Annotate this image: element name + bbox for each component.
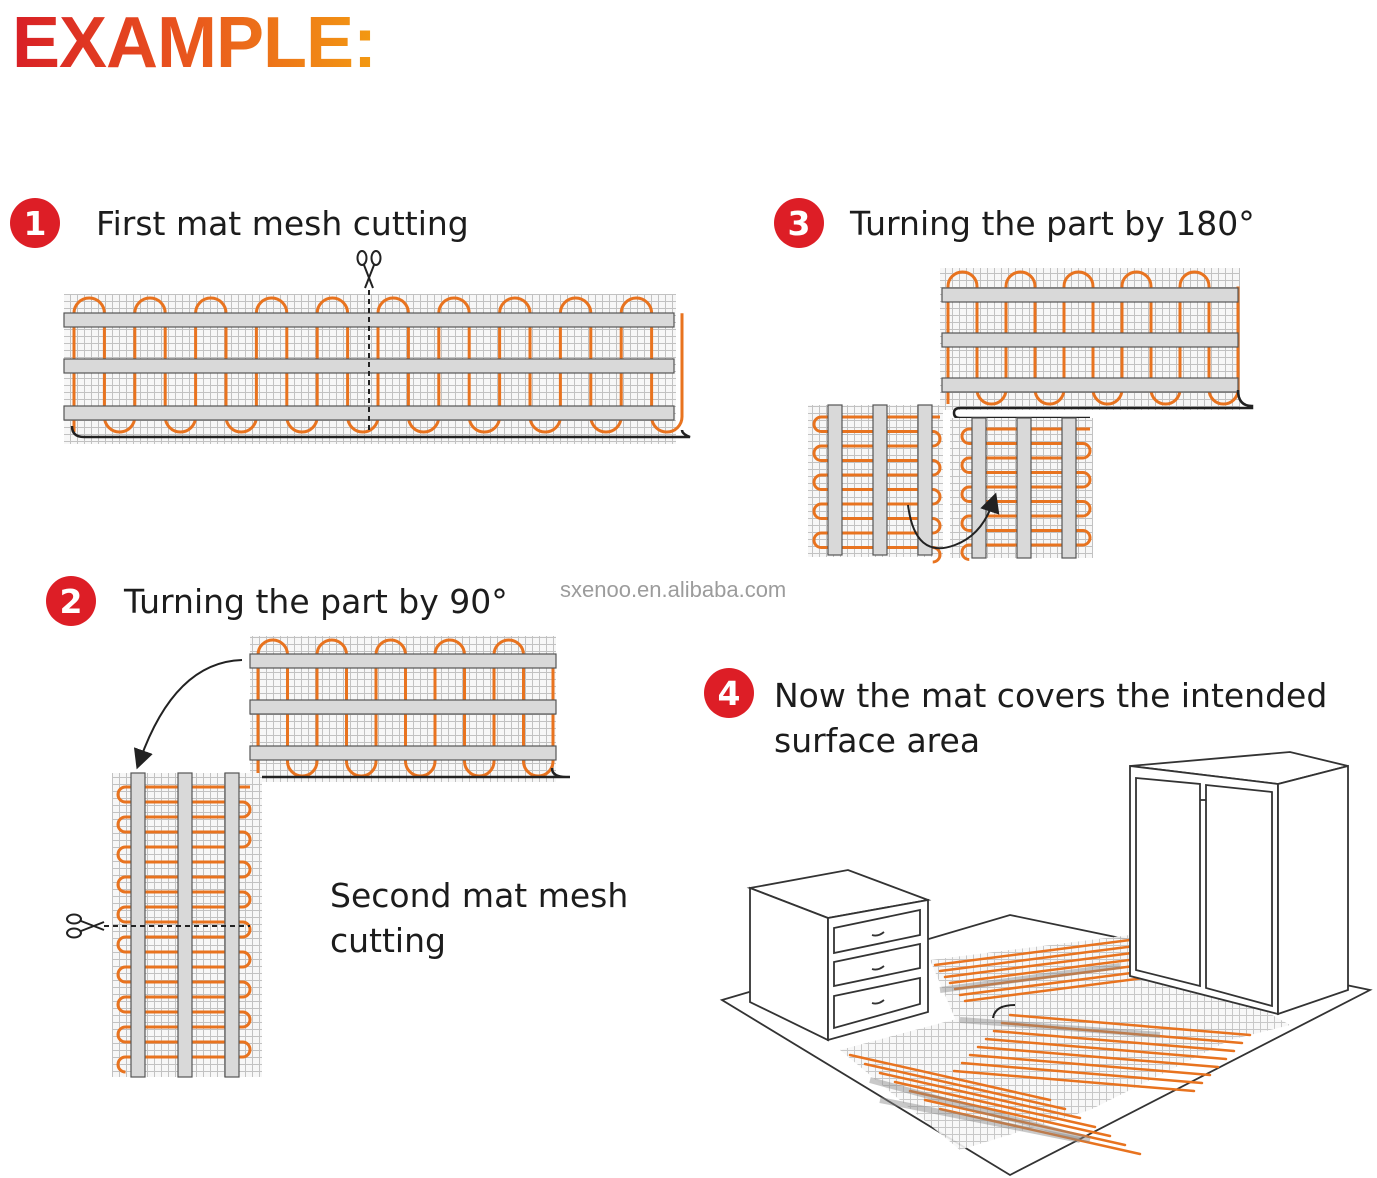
- mesh-tape-strip: [941, 377, 1239, 393]
- mesh-tape-strip: [941, 287, 1239, 303]
- mesh-tape-strip: [249, 699, 557, 715]
- cold-lead: [245, 767, 570, 1072]
- cable-path: [948, 956, 1147, 985]
- mat-step-3-upper: [940, 268, 1254, 420]
- cable-path: [976, 1045, 1220, 1069]
- mesh-tape-strip: [249, 745, 557, 761]
- watermark: sxenoo.en.alibaba.com: [560, 577, 787, 602]
- wardrobe: [1129, 751, 1349, 1016]
- second-cut-label-line2: cutting: [330, 921, 446, 960]
- cable-path: [1000, 1021, 1244, 1045]
- mesh-tape-strip: [971, 417, 987, 559]
- cable-path: [952, 1069, 1196, 1093]
- mesh-tape-strip: [879, 1097, 1081, 1143]
- cable-path: [933, 938, 1132, 967]
- step-number-badge: 4: [704, 668, 754, 718]
- mat-step-3-lower: [808, 404, 1093, 564]
- step-1: 1 First mat mesh cutting: [10, 198, 469, 248]
- mesh-tape-strip: [939, 963, 1121, 993]
- rotate-arrow-icon: [133, 659, 243, 770]
- step-number-badge: 1: [10, 198, 60, 248]
- cable-path: [908, 1089, 1112, 1138]
- cable-path: [953, 962, 1152, 991]
- step-3: 3 Turning the part by 180°: [774, 198, 1255, 248]
- room-illustration: [719, 751, 1373, 1177]
- mat-step-2-upper: [245, 636, 570, 1072]
- heating-cable: [848, 938, 1252, 1156]
- step-number-badge: 2: [46, 576, 96, 626]
- mat-step-1: [63, 250, 691, 444]
- step-4-label-line1: Now the mat covers the intended: [774, 676, 1328, 715]
- cable-path: [960, 427, 1092, 561]
- mesh-tape-strip: [249, 653, 557, 669]
- page-title: EXAMPLE:: [12, 0, 377, 86]
- mat-step-2-lower: [66, 659, 262, 1078]
- mesh-tape-strip: [1016, 417, 1032, 559]
- cable-path: [863, 1062, 1067, 1111]
- cable-path: [984, 1037, 1228, 1061]
- cable-path: [938, 944, 1137, 973]
- cable-path: [960, 1061, 1204, 1085]
- cable-path: [992, 1029, 1236, 1053]
- second-cut-label-line1: Second mat mesh: [330, 876, 629, 915]
- step-number-badge: 3: [774, 198, 824, 248]
- cable-path: [848, 1053, 1052, 1102]
- step-2: 2 Turning the part by 90°: [46, 576, 508, 626]
- cable-path: [116, 785, 252, 1074]
- scissors-icon: [66, 913, 105, 939]
- step-label: Turning the part by 180°: [850, 203, 1255, 243]
- mesh-tape-strip: [869, 1077, 1091, 1143]
- mesh-tape-strip: [1061, 417, 1077, 559]
- mesh-tape-strip: [917, 404, 933, 556]
- scissors-icon: [356, 250, 382, 289]
- cable-path: [958, 968, 1157, 997]
- rotate-arrow-icon: [907, 492, 1000, 550]
- mesh-tape: [63, 312, 675, 421]
- mesh-tape-strip: [827, 404, 843, 556]
- cold-lead: [952, 389, 1254, 420]
- cable-path: [812, 415, 942, 564]
- cable-path: [893, 1080, 1097, 1129]
- cable-path: [963, 974, 1162, 1003]
- step-label: First mat mesh cutting: [96, 203, 469, 243]
- mesh-tape-strip: [941, 332, 1239, 348]
- step-4: 4: [704, 668, 754, 718]
- mesh-tape-strip: [872, 404, 888, 556]
- cable-path: [938, 1107, 1142, 1156]
- cold-lead: [70, 425, 691, 439]
- cable-path: [878, 1071, 1082, 1120]
- nightstand: [746, 869, 932, 1042]
- cable-path: [968, 1053, 1212, 1077]
- cable-path: [923, 1098, 1127, 1147]
- cable-path: [943, 950, 1142, 979]
- mesh-tape-strip: [959, 1017, 1161, 1038]
- step-label: Turning the part by 90°: [124, 581, 508, 621]
- step-4-label-line2: surface area: [774, 721, 981, 760]
- cable-path: [1008, 1013, 1252, 1037]
